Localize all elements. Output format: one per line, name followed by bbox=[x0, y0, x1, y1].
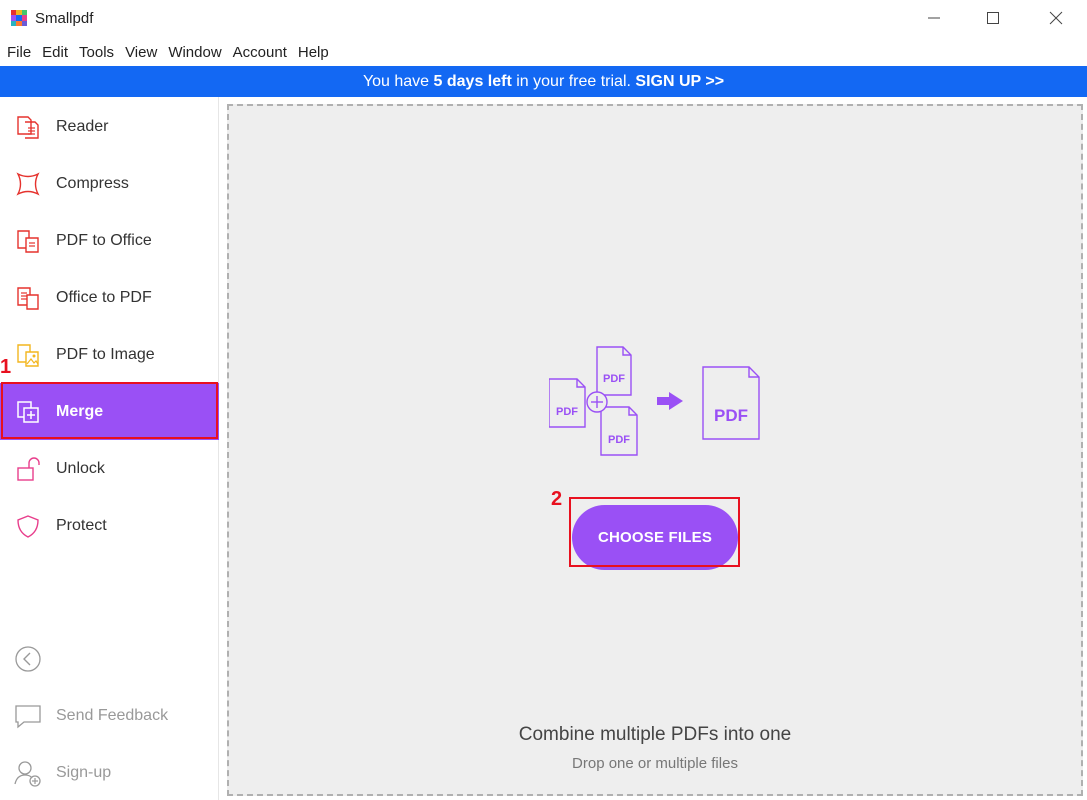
back-arrow-icon bbox=[14, 645, 42, 673]
menu-help[interactable]: Help bbox=[297, 43, 329, 61]
banner-middle: in your free trial. bbox=[511, 72, 636, 90]
sidebar-item-label: Reader bbox=[56, 117, 109, 135]
pdf-to-image-icon bbox=[14, 341, 42, 369]
sidebar: Reader Compress PDF to Office Office to … bbox=[0, 97, 219, 800]
office-to-pdf-icon bbox=[14, 284, 42, 312]
arrow-right-icon bbox=[657, 392, 683, 410]
minimize-icon bbox=[928, 17, 940, 19]
sidebar-item-label: Protect bbox=[56, 516, 107, 534]
send-feedback-button[interactable]: Send Feedback bbox=[0, 696, 219, 736]
menu-view[interactable]: View bbox=[125, 43, 158, 61]
send-feedback-label: Send Feedback bbox=[56, 707, 169, 724]
pdf-file-left-icon: PDF bbox=[549, 378, 586, 428]
maximize-button[interactable] bbox=[962, 0, 1024, 36]
compress-icon bbox=[14, 170, 42, 198]
pdf-to-office-icon bbox=[14, 227, 42, 255]
add-user-icon bbox=[14, 759, 42, 787]
choose-files-button[interactable]: CHOOSE FILES bbox=[572, 505, 738, 570]
main-content: PDF PDF PDF bbox=[220, 97, 1087, 800]
menu-window[interactable]: Window bbox=[168, 43, 222, 61]
title-bar: Smallpdf bbox=[0, 0, 1087, 38]
feedback-icon bbox=[14, 702, 42, 730]
smallpdf-logo-icon bbox=[11, 10, 27, 26]
sidebar-item-unlock[interactable]: Unlock bbox=[0, 440, 219, 497]
sidebar-item-reader[interactable]: Reader bbox=[0, 98, 219, 155]
merge-icon bbox=[14, 398, 42, 426]
trial-banner: You have 5 days left in your free trial.… bbox=[0, 66, 1087, 97]
sidebar-item-label: PDF to Image bbox=[56, 345, 155, 363]
plus-circle-icon bbox=[586, 391, 608, 413]
collapse-sidebar-button[interactable] bbox=[0, 639, 219, 679]
sidebar-item-label: Compress bbox=[56, 174, 129, 192]
signup-link[interactable]: SIGN UP >> bbox=[635, 72, 725, 90]
minimize-button[interactable] bbox=[903, 0, 965, 36]
menu-tools[interactable]: Tools bbox=[79, 43, 115, 61]
close-icon bbox=[1049, 11, 1063, 25]
pdf-file-top-icon: PDF bbox=[596, 346, 632, 396]
annotation-box-choose-files bbox=[569, 497, 740, 567]
sidebar-item-pdf-to-image[interactable]: PDF to Image bbox=[0, 326, 219, 383]
sidebar-item-label: Office to PDF bbox=[56, 288, 152, 306]
sidebar-item-office-to-pdf[interactable]: Office to PDF bbox=[0, 269, 219, 326]
pdf-file-bottom-icon: PDF bbox=[600, 406, 638, 456]
menu-account[interactable]: Account bbox=[232, 43, 287, 61]
annotation-number-1: 1 bbox=[0, 356, 12, 378]
sidebar-item-compress[interactable]: Compress bbox=[0, 155, 219, 212]
sidebar-item-pdf-to-office[interactable]: PDF to Office bbox=[0, 212, 219, 269]
banner-prefix: You have bbox=[362, 72, 434, 90]
annotation-number-2: 2 bbox=[551, 488, 563, 510]
merge-illustration: PDF PDF PDF bbox=[549, 346, 760, 456]
illus-result-label: PDF bbox=[714, 406, 748, 425]
illus-file-label-top: PDF bbox=[603, 373, 625, 385]
illus-file-label-bottom: PDF bbox=[608, 434, 630, 446]
menu-file[interactable]: File bbox=[7, 43, 32, 61]
menu-edit[interactable]: Edit bbox=[42, 43, 69, 61]
file-drop-zone[interactable]: PDF PDF PDF bbox=[227, 104, 1083, 796]
maximize-icon bbox=[987, 12, 999, 24]
pdf-result-icon: PDF bbox=[702, 366, 760, 440]
sign-up-button[interactable]: Sign-up bbox=[0, 753, 219, 793]
banner-days-left: 5 days left bbox=[433, 72, 512, 90]
app-title: Smallpdf bbox=[35, 10, 94, 27]
sign-up-label: Sign-up bbox=[56, 764, 112, 781]
sidebar-item-label: Merge bbox=[56, 402, 104, 420]
menu-bar: File Edit Tools View Window Account Help bbox=[0, 38, 1087, 66]
sidebar-item-label: PDF to Office bbox=[56, 231, 152, 249]
annotation-box-merge bbox=[1, 382, 218, 439]
sidebar-item-label: Unlock bbox=[56, 459, 105, 477]
drop-zone-title: Combine multiple PDFs into one bbox=[518, 724, 792, 745]
sidebar-item-merge[interactable]: Merge bbox=[0, 383, 219, 440]
sidebar-item-protect[interactable]: Protect bbox=[0, 497, 219, 554]
close-window-button[interactable] bbox=[1025, 0, 1087, 36]
reader-icon bbox=[14, 113, 42, 141]
unlock-icon bbox=[14, 455, 42, 483]
protect-icon bbox=[14, 512, 42, 540]
illus-file-label-left: PDF bbox=[556, 406, 578, 418]
drop-zone-subtitle: Drop one or multiple files bbox=[572, 755, 738, 772]
